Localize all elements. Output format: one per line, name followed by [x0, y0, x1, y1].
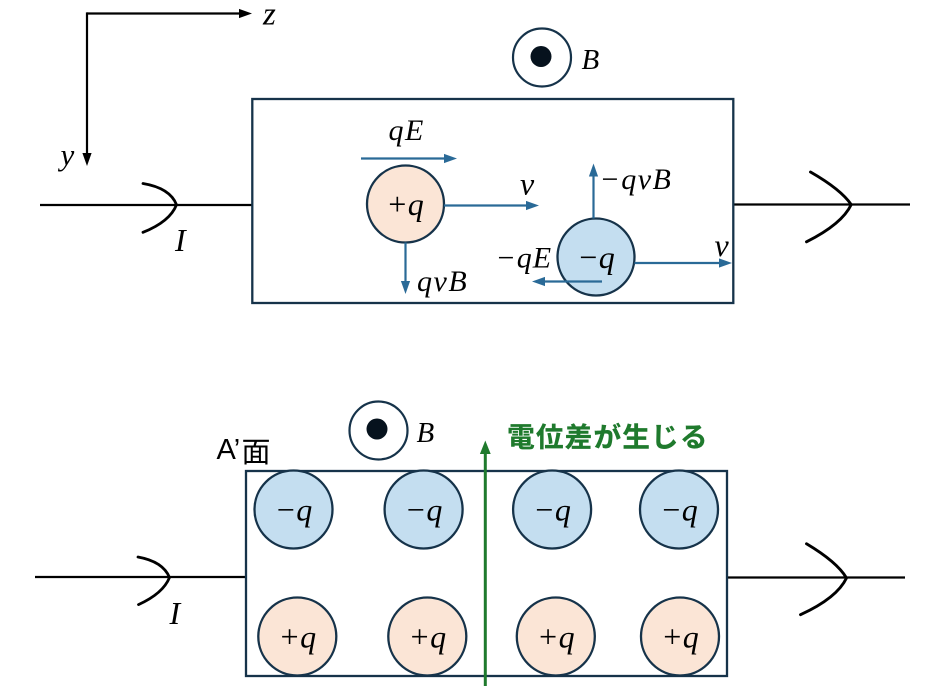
svg-text:−q: −q — [577, 239, 615, 275]
svg-text:−qE: −qE — [496, 242, 553, 275]
svg-text:qE: qE — [389, 114, 425, 147]
svg-text:+q: +q — [661, 619, 699, 655]
svg-text:+q: +q — [537, 619, 575, 655]
svg-text:I: I — [169, 595, 182, 631]
svg-text:B: B — [582, 44, 600, 76]
svg-text:z: z — [262, 0, 276, 33]
svg-text:−q: −q — [275, 492, 313, 528]
svg-text:I: I — [174, 222, 187, 258]
svg-text:A’: A’ — [217, 434, 241, 466]
svg-text:−q: −q — [533, 492, 571, 528]
svg-text:+q: +q — [279, 619, 317, 655]
svg-text:qvB: qvB — [417, 265, 468, 298]
svg-text:y: y — [58, 137, 75, 172]
svg-text:B: B — [417, 417, 435, 449]
svg-text:+q: +q — [386, 186, 424, 222]
svg-text:−q: −q — [405, 492, 443, 528]
svg-text:v: v — [520, 166, 535, 202]
svg-text:v: v — [715, 227, 730, 263]
svg-text:+q: +q — [409, 619, 447, 655]
svg-text:−qvB: −qvB — [600, 163, 673, 196]
svg-text:−q: −q — [660, 492, 698, 528]
